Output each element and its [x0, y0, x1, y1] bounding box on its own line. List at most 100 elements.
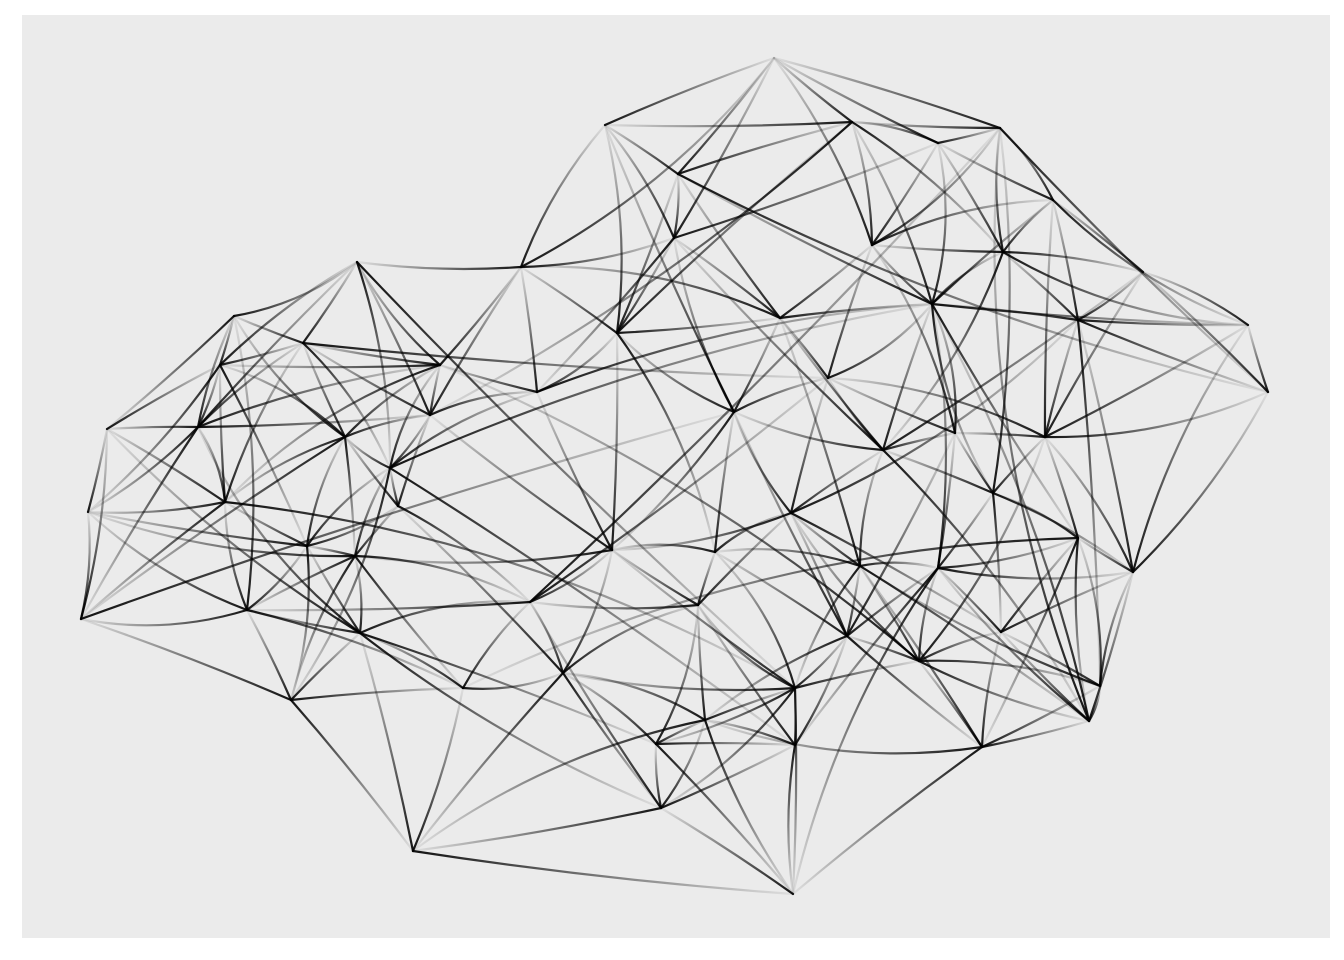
graph-edge: [232, 260, 359, 318]
graph-edge: [732, 376, 830, 414]
graph-edge: [930, 141, 947, 306]
graph-edge: [1131, 390, 1270, 574]
graph-edge: [659, 686, 797, 810]
graph-edge: [396, 413, 432, 508]
graph-edge: [355, 260, 392, 470]
graph-edge: [603, 56, 776, 127]
graph-edge: [917, 630, 1003, 663]
graph-edge: [793, 634, 849, 747]
graph-edge: [603, 123, 623, 335]
graph-edge: [772, 56, 1002, 130]
graph-edge: [999, 536, 1080, 634]
graph-edge: [519, 265, 619, 335]
graph-edge: [659, 743, 797, 810]
graph-edge: [245, 600, 532, 612]
graph-edge: [936, 141, 1005, 254]
graph-edge: [353, 466, 392, 558]
graph-edge: [301, 341, 442, 367]
graph-edge: [1246, 323, 1270, 394]
graph-edge: [461, 600, 532, 690]
graph-edge: [1001, 250, 1145, 274]
graph-edge: [930, 302, 1091, 723]
graph-edge: [79, 425, 200, 621]
graph-edge: [411, 686, 465, 853]
graph-edge: [732, 316, 782, 414]
graph-edge: [428, 413, 614, 552]
graph-edge: [789, 448, 885, 515]
graph-edge: [870, 126, 1002, 247]
graph-edge: [388, 466, 797, 747]
graph-edge: [355, 260, 797, 690]
graph-edge: [980, 630, 1003, 749]
graph-edge: [388, 466, 400, 508]
graph-edge: [79, 617, 293, 702]
graph-edge: [223, 363, 442, 504]
graph-edge: [980, 684, 1102, 749]
graph-edge: [223, 500, 249, 612]
graph-edge: [845, 564, 862, 638]
graph-edge: [519, 265, 539, 394]
graph-edge: [610, 543, 717, 554]
graph-edge: [881, 302, 934, 452]
graph-edge: [301, 260, 359, 345]
graph-edge: [245, 608, 293, 702]
graph-edge: [245, 544, 309, 612]
graph-edge: [105, 314, 236, 431]
graph-edge: [1076, 318, 1135, 574]
graph-edge: [991, 491, 1135, 574]
graph-edge: [535, 236, 676, 394]
graph-edge: [870, 198, 1055, 247]
graph-edge: [79, 500, 227, 621]
graph-edge: [936, 431, 957, 570]
graph-edge: [870, 243, 1005, 254]
graph-edge: [850, 120, 1002, 130]
graph-edge: [850, 120, 1005, 254]
graph-edge: [1051, 198, 1080, 322]
graph-edge: [561, 671, 707, 722]
graph-edge: [732, 410, 885, 452]
graph-edge: [343, 435, 357, 558]
graph-edge: [654, 742, 795, 896]
graph-edge: [845, 634, 984, 749]
graph-edge: [1043, 270, 1145, 439]
graph-edge: [610, 548, 797, 690]
graph-edge: [301, 341, 830, 380]
graph-edge: [881, 270, 1145, 452]
graph-edge: [519, 123, 607, 269]
graph-edge: [355, 260, 432, 417]
graph-edge: [196, 363, 442, 429]
graph-edge: [196, 413, 432, 429]
graph-edge: [1043, 435, 1135, 574]
graph-edge: [528, 600, 700, 610]
graph-edge: [223, 500, 797, 690]
graph-edge: [1141, 270, 1270, 394]
graph-edge: [353, 554, 363, 635]
graph-edge: [713, 548, 862, 568]
graph-edge: [789, 376, 830, 515]
graph-edge: [289, 631, 362, 702]
graph-edge: [86, 427, 109, 514]
graph-edge: [787, 743, 797, 896]
graph-edge: [676, 172, 1270, 394]
graph-edge: [917, 659, 1102, 688]
graph-edge: [86, 425, 200, 514]
graph-edge: [519, 265, 782, 320]
graph-edge: [428, 363, 442, 417]
graph-edge: [676, 172, 782, 320]
graph-edge: [343, 435, 400, 508]
graph-edge: [86, 510, 357, 558]
graph-edge: [881, 448, 1091, 723]
graph-edge: [845, 566, 940, 638]
graph-edge: [713, 550, 797, 690]
graph-edge: [930, 302, 1080, 540]
graph-edge: [1087, 684, 1102, 723]
graph-edge: [793, 659, 921, 690]
graph-edge: [676, 120, 854, 176]
graph-edge: [232, 314, 255, 612]
graph-edge: [105, 363, 222, 431]
graph-edge: [411, 806, 663, 853]
graph-edge: [428, 120, 854, 417]
graph-edge: [998, 126, 1270, 394]
graph-edge: [1001, 250, 1080, 322]
